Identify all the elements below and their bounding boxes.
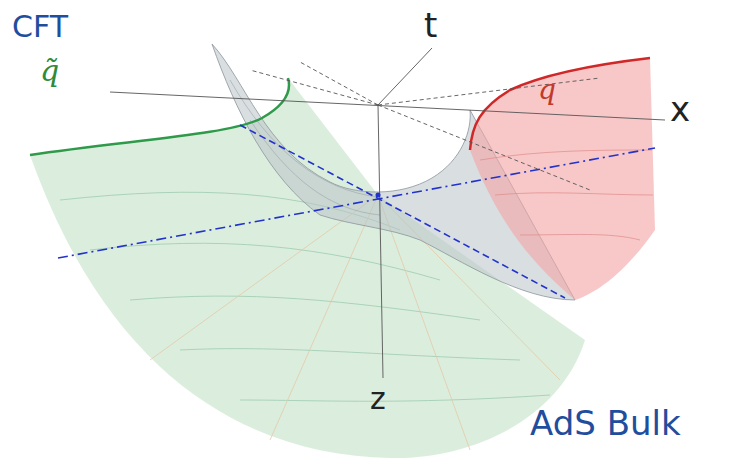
blue-dashed-line [240, 125, 565, 298]
curve-label: q [538, 76, 556, 104]
q-curve [470, 58, 650, 150]
axis-label: z [370, 384, 386, 414]
axes [110, 48, 665, 378]
grey-surface-mesh [230, 80, 380, 215]
region-label: AdS Bulk [530, 406, 681, 440]
blue-dashdot-line [58, 148, 655, 258]
q-tilde-curve [30, 78, 289, 155]
region-label: CFT [12, 12, 68, 42]
axis-label: x [670, 92, 690, 126]
curve-label: q̃ [40, 56, 59, 86]
axis-label: t [424, 8, 437, 42]
red-sheet-mesh [480, 150, 653, 240]
bifurcation-point [376, 193, 381, 198]
